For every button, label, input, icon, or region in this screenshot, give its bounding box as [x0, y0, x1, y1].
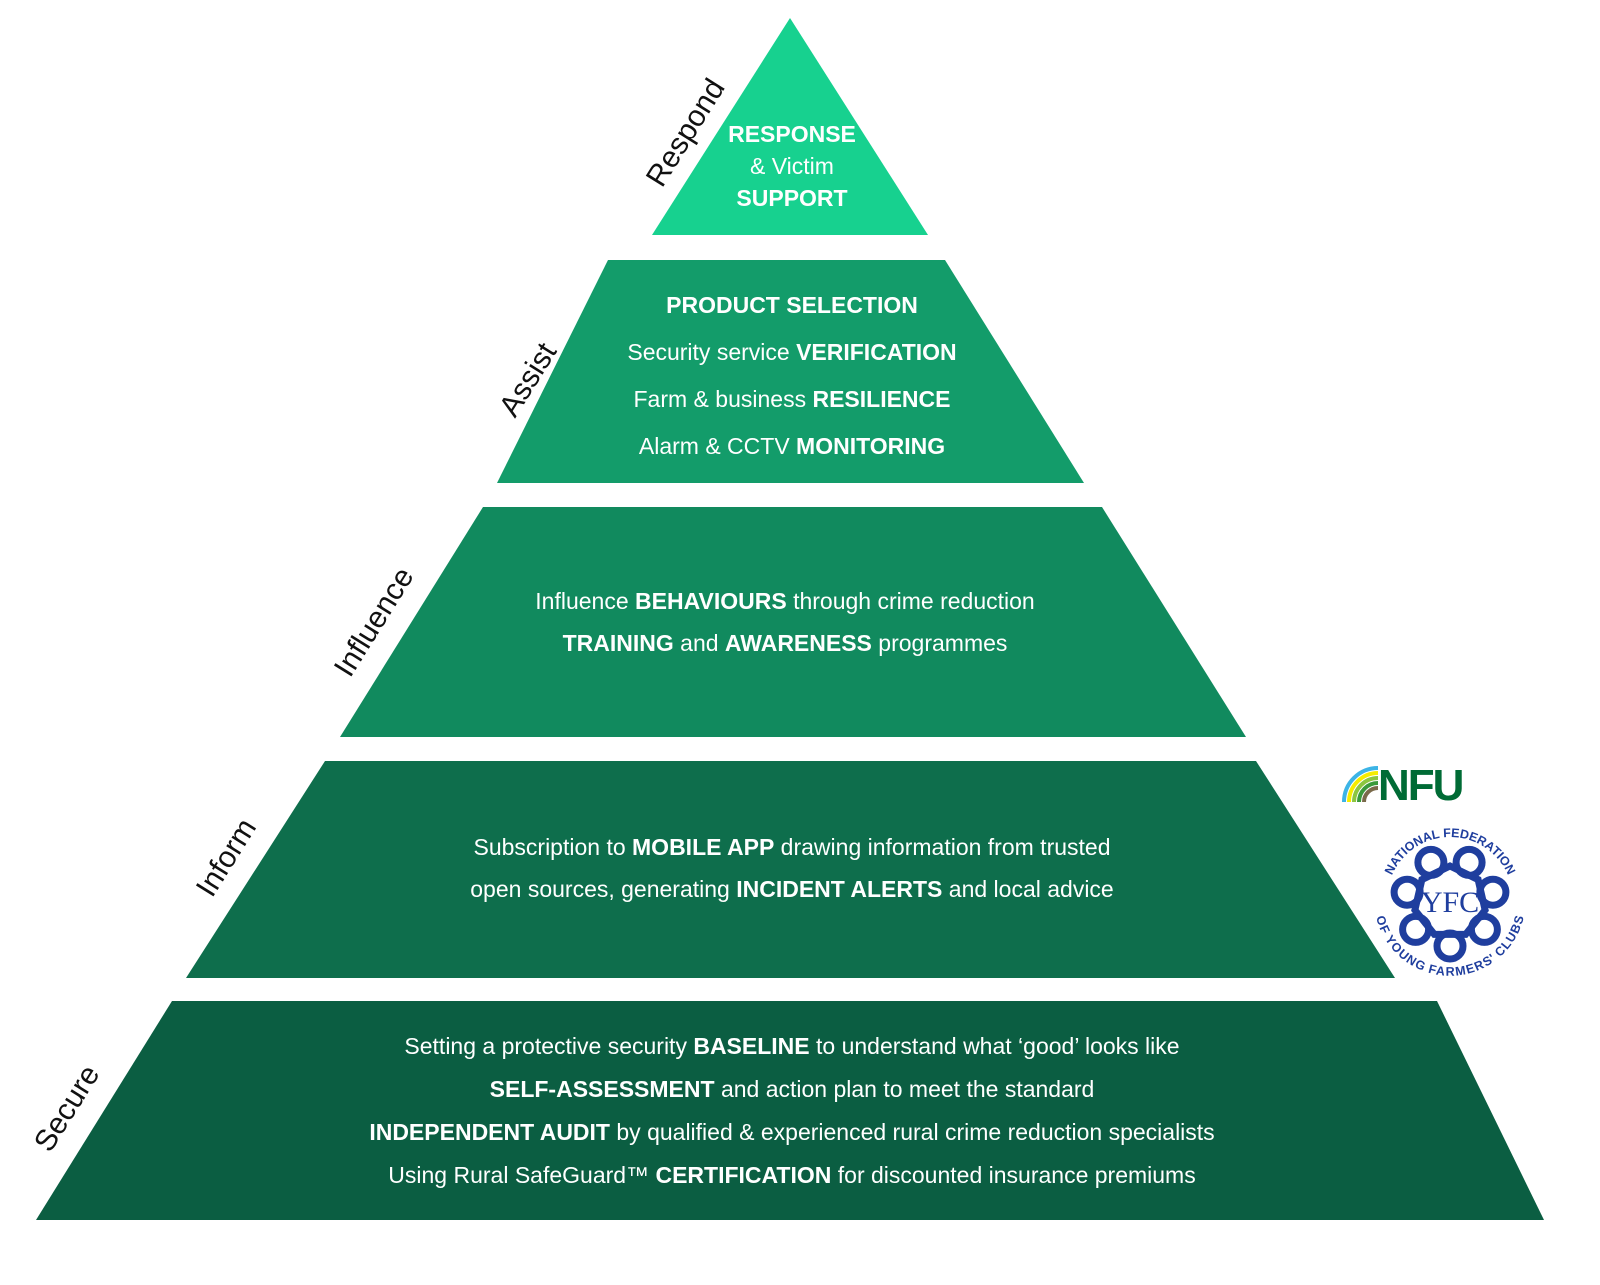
- body-text: drawing information from trusted: [774, 834, 1111, 860]
- body-text: & Victim: [750, 153, 834, 179]
- emphasis-text: TRAINING: [562, 630, 674, 656]
- tier-influence-text: Influence BEHAVIOURS through crime reduc…: [535, 580, 1034, 664]
- yfc-loop: [1452, 845, 1486, 879]
- yfc-loop: [1476, 875, 1510, 909]
- body-text: Alarm & CCTV: [638, 433, 797, 459]
- yfc-knot-icon: [1390, 845, 1510, 963]
- body-text: and local advice: [942, 876, 1114, 902]
- tier-assist-line: PRODUCT SELECTION: [627, 282, 956, 329]
- body-text: for discounted insurance premiums: [831, 1162, 1196, 1188]
- tier-respond-shape: [652, 18, 928, 235]
- nfu-logo: NFU: [1342, 762, 1465, 804]
- nfu-rainbow-icon: [1342, 766, 1379, 803]
- yfc-loop: [1414, 845, 1448, 879]
- body-text: Using Rural SafeGuard™: [388, 1162, 656, 1188]
- emphasis-text: INDEPENDENT AUDIT: [369, 1119, 610, 1145]
- body-text: Subscription to: [473, 834, 633, 860]
- body-text: through crime reduction: [786, 588, 1035, 614]
- emphasis-text: INCIDENT ALERTS: [736, 876, 943, 902]
- tier-influence-shape: [340, 507, 1246, 737]
- emphasis-text: CERTIFICATION: [655, 1162, 832, 1188]
- tier-inform-line: open sources, generating INCIDENT ALERTS…: [470, 868, 1113, 910]
- emphasis-text: MONITORING: [796, 433, 946, 459]
- tier-assist-line: Security service VERIFICATION: [627, 329, 956, 376]
- body-text: Setting a protective security: [404, 1033, 694, 1059]
- tier-assist-text: PRODUCT SELECTION Security service VERIFI…: [627, 282, 956, 470]
- body-text: programmes: [871, 630, 1008, 656]
- tier-inform-shape: [186, 761, 1395, 978]
- yfc-loop: [1467, 912, 1501, 946]
- tier-respond-line: SUPPORT: [728, 182, 856, 214]
- tier-respond-line: RESPONSE: [728, 118, 856, 150]
- tier-inform-text: Subscription to MOBILE APP drawing infor…: [470, 826, 1113, 910]
- emphasis-text: RESILIENCE: [812, 386, 951, 412]
- emphasis-text: VERIFICATION: [796, 339, 957, 365]
- tier-secure-shape: [36, 1001, 1544, 1220]
- emphasis-text: RESPONSE: [728, 121, 856, 147]
- tier-secure-line: INDEPENDENT AUDIT by qualified & experie…: [369, 1111, 1214, 1154]
- body-text: and: [673, 630, 725, 656]
- body-text: Influence: [535, 588, 636, 614]
- emphasis-text: AWARENESS: [724, 630, 872, 656]
- tier-secure-text: Setting a protective security BASELINE t…: [369, 1025, 1214, 1197]
- nfu-wordmark: NFU: [1378, 762, 1463, 804]
- tier-secure-line: Setting a protective security BASELINE t…: [369, 1025, 1214, 1068]
- yfc-ring-bottom-text: OF YOUNG FARMERS' CLUBS: [1373, 914, 1527, 979]
- yfc-loop: [1399, 912, 1433, 946]
- yfc-monogram: YFC: [1421, 886, 1479, 919]
- yfc-logo: NATIONAL FEDERATION OF YOUNG FARMERS' CL…: [1373, 826, 1527, 979]
- tier-assist-line: Farm & business RESILIENCE: [627, 376, 956, 423]
- emphasis-text: MOBILE APP: [632, 834, 775, 860]
- tier-influence-line: TRAINING and AWARENESS programmes: [535, 622, 1034, 664]
- tier-inform-line: Subscription to MOBILE APP drawing infor…: [470, 826, 1113, 868]
- emphasis-text: SELF-ASSESSMENT: [489, 1076, 715, 1102]
- tier-secure-line: Using Rural SafeGuard™ CERTIFICATION for…: [369, 1154, 1214, 1197]
- emphasis-text: SUPPORT: [736, 185, 848, 211]
- emphasis-text: BEHAVIOURS: [635, 588, 787, 614]
- body-text: Security service: [627, 339, 797, 365]
- body-text: open sources, generating: [470, 876, 737, 902]
- tier-secure-line: SELF-ASSESSMENT and action plan to meet …: [369, 1068, 1214, 1111]
- tier-influence-line: Influence BEHAVIOURS through crime reduc…: [535, 580, 1034, 622]
- body-text: Farm & business: [633, 386, 813, 412]
- emphasis-text: BASELINE: [693, 1033, 810, 1059]
- body-text: and action plan to meet the standard: [714, 1076, 1095, 1102]
- tier-assist-line: Alarm & CCTV MONITORING: [627, 423, 956, 470]
- tier-respond-line: & Victim: [728, 150, 856, 182]
- yfc-loop: [1433, 929, 1467, 963]
- body-text: by qualified & experienced rural crime r…: [609, 1119, 1215, 1145]
- body-text: to understand what ‘good’ looks like: [809, 1033, 1180, 1059]
- yfc-loop: [1390, 875, 1424, 909]
- emphasis-text: PRODUCT SELECTION: [666, 292, 918, 318]
- tier-assist-shape: [497, 260, 1084, 483]
